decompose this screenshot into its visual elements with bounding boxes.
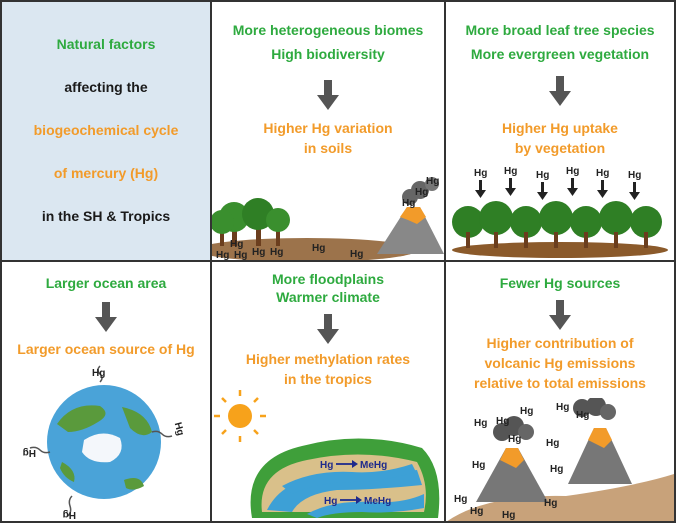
- floodplains-cause-2: Warmer climate: [276, 289, 380, 305]
- hg-label: Hg: [63, 509, 76, 520]
- hg-label: Hg: [550, 464, 563, 475]
- hg-label: Hg: [472, 460, 485, 471]
- volcanic-result-2: volcanic Hg emissions: [484, 355, 636, 371]
- hg-label: Hg: [320, 460, 333, 471]
- hg-label: Hg: [216, 250, 229, 261]
- hg-label: Hg: [415, 187, 428, 198]
- down-arrow-icon: [95, 302, 117, 332]
- hg-label: Hg: [508, 434, 521, 445]
- hg-label: Hg: [454, 494, 467, 505]
- hg-label: Hg: [312, 243, 325, 254]
- panel-volcanic: Fewer Hg sources Higher contribution of …: [444, 260, 676, 523]
- forest-illustration: Hg Hg Hg Hg Hg Hg: [452, 166, 668, 258]
- hg-label: Hg: [544, 498, 557, 509]
- title-line-5: in the SH & Tropics: [41, 208, 171, 224]
- volcano-illustration: Hg Hg Hg Hg Hg Hg Hg Hg Hg Hg Hg Hg Hg: [447, 398, 674, 521]
- panel-floodplains: More floodplains Warmer climate Higher m…: [210, 260, 446, 523]
- mehg-label: MeHg: [364, 496, 391, 507]
- hg-label: Hg: [234, 250, 247, 261]
- hg-label: Hg: [496, 416, 509, 427]
- hg-label: Hg: [270, 247, 283, 258]
- hg-label: Hg: [546, 438, 559, 449]
- biomes-cause-1: More heterogeneous biomes: [232, 22, 424, 38]
- hg-label: Hg: [474, 168, 487, 179]
- hg-label: Hg: [23, 447, 36, 458]
- hg-label: Hg: [576, 410, 589, 421]
- panel-ocean: Larger ocean area Larger ocean source of…: [0, 260, 212, 523]
- down-arrow-icon: [549, 76, 571, 106]
- vegetation-result-2: by vegetation: [514, 140, 606, 156]
- hg-label: Hg: [426, 176, 439, 187]
- title-line-1: Natural factors: [56, 36, 156, 52]
- volcanic-result-1: Higher contribution of: [486, 335, 634, 351]
- globe-illustration: Hg Hg Hg Hg: [23, 365, 186, 520]
- down-arrow-icon: [549, 300, 571, 330]
- hg-label: Hg: [350, 249, 363, 260]
- hg-label: Hg: [502, 510, 515, 521]
- hg-label: Hg: [402, 198, 415, 209]
- hg-label: Hg: [474, 418, 487, 429]
- hg-label: Hg: [172, 421, 186, 437]
- hg-label: Hg: [324, 496, 337, 507]
- hg-label: Hg: [556, 402, 569, 413]
- down-arrow-icon: [317, 80, 339, 110]
- tree-icon: [212, 210, 234, 246]
- title-line-4: of mercury (Hg): [53, 165, 159, 181]
- volcanic-result-3: relative to total emissions: [474, 375, 646, 391]
- vegetation-result-1: Higher Hg uptake: [502, 120, 618, 136]
- vegetation-cause-1: More broad leaf tree species: [465, 22, 655, 38]
- down-arrow-icon: [317, 314, 339, 344]
- volcanic-cause: Fewer Hg sources: [499, 275, 621, 291]
- hg-label: Hg: [504, 166, 517, 177]
- hg-label: Hg: [520, 406, 533, 417]
- hg-label: Hg: [566, 166, 579, 177]
- title-line-2: affecting the: [64, 79, 148, 95]
- panel-vegetation: More broad leaf tree species More evergr…: [444, 0, 676, 262]
- hg-label: Hg: [470, 506, 483, 517]
- floodplains-result-2: in the tropics: [284, 371, 372, 387]
- panel-biomes: More heterogeneous biomes High biodivers…: [210, 0, 446, 262]
- biomes-cause-2: High biodiversity: [271, 46, 385, 62]
- hg-label: Hg: [628, 170, 641, 181]
- floodplains-cause-1: More floodplains: [272, 271, 384, 287]
- vegetation-cause-2: More evergreen vegetation: [470, 46, 650, 62]
- tree-icon: [242, 198, 274, 246]
- tree-icon: [266, 208, 290, 246]
- panel-title: Natural factors affecting the biogeochem…: [0, 0, 212, 262]
- hg-label: Hg: [92, 368, 105, 379]
- ocean-result: Larger ocean source of Hg: [17, 341, 195, 357]
- hg-label: Hg: [536, 170, 549, 181]
- mehg-label: MeHg: [360, 460, 387, 471]
- floodplain-illustration: Hg MeHg Hg MeHg: [214, 390, 440, 518]
- soil-illustration: Hg Hg Hg Hg Hg Hg Hg Hg Hg Hg: [212, 176, 444, 261]
- title-line-3: biogeochemical cycle: [33, 122, 179, 138]
- floodplains-result-1: Higher methylation rates: [245, 351, 411, 367]
- sun-icon: [214, 390, 266, 442]
- hg-label: Hg: [252, 247, 265, 258]
- biomes-result-1: Higher Hg variation: [263, 120, 393, 136]
- biomes-result-2: in soils: [303, 140, 353, 156]
- hg-label: Hg: [230, 239, 243, 250]
- ocean-cause: Larger ocean area: [45, 275, 167, 291]
- hg-label: Hg: [596, 168, 609, 179]
